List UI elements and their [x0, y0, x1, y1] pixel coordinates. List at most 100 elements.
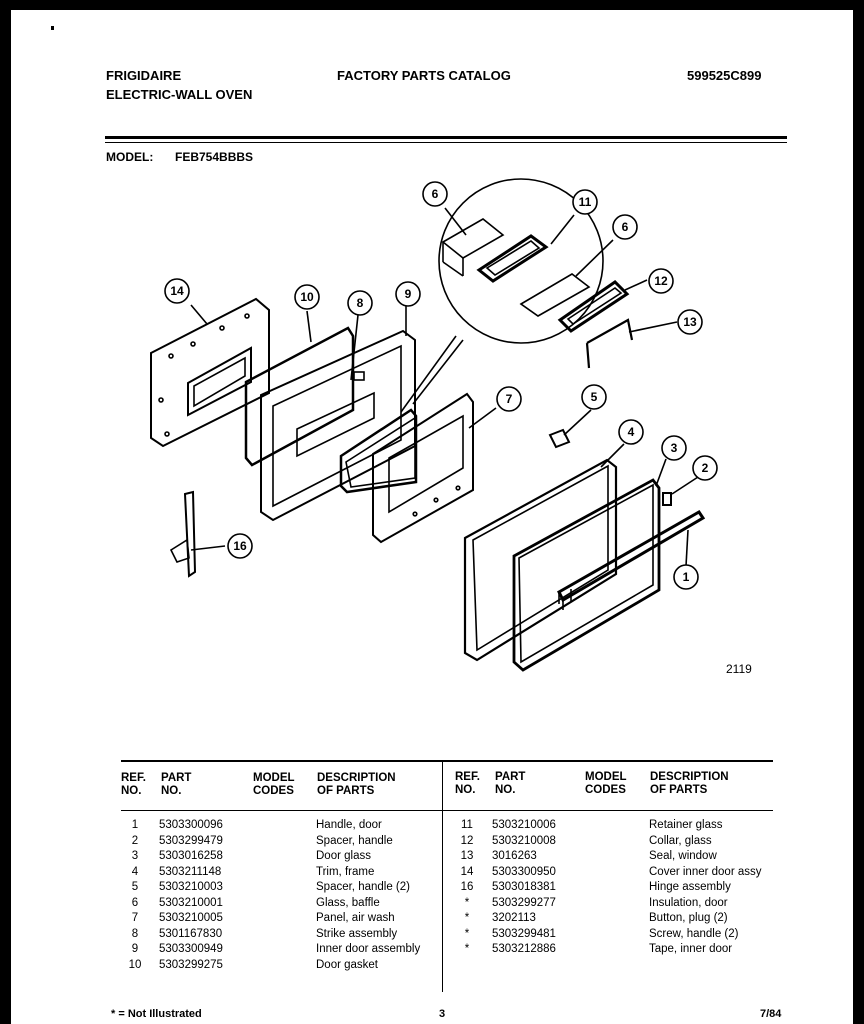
table-cell-ref: 3 [131, 850, 139, 862]
callout-11: 11 [579, 195, 592, 209]
model-label: MODEL: [106, 150, 154, 164]
header-rule [105, 136, 787, 139]
table-cell-part: 5303300950 [492, 865, 556, 878]
table-cell-ref: * [464, 896, 470, 909]
hinge [183, 490, 197, 578]
table-header-rule [121, 810, 773, 811]
table-cell-part: 5303299277 [492, 896, 556, 909]
table-cell-part: 5303299275 [159, 958, 223, 971]
page-number: 3 [439, 1008, 446, 1020]
table-cell-ref: 5 [131, 881, 139, 893]
window-seal [585, 318, 634, 369]
table-divider [442, 760, 443, 992]
callout-6: 6 [622, 220, 629, 234]
table-cell-ref: 10 [128, 958, 142, 971]
collar-glass [557, 280, 630, 333]
callout-7: 7 [506, 392, 513, 406]
callout-12: 12 [654, 274, 668, 288]
table-cell-desc: Panel, air wash [316, 912, 395, 924]
table-cell-ref: 4 [131, 865, 139, 878]
table-cell-desc: Spacer, handle [316, 834, 393, 847]
table-cell-part: 5303210003 [159, 881, 223, 893]
detail-line-1 [412, 339, 464, 405]
table-cell-desc: Strike assembly [316, 927, 398, 940]
not-illustrated-note: * = Not Illustrated [111, 1008, 202, 1020]
table-cell-desc: Seal, window [649, 850, 717, 862]
callout-5: 5 [591, 390, 598, 404]
callout-14: 14 [170, 284, 184, 298]
table-cell-ref: 13 [460, 850, 474, 862]
table-cell-desc: Retainer glass [649, 819, 723, 831]
callout-10: 10 [300, 290, 314, 304]
table-cell-ref: 14 [460, 865, 474, 878]
header-ref: REF.NO. [121, 772, 146, 797]
header-ref-right: REF.NO. [455, 771, 480, 796]
inner-door [260, 329, 416, 522]
table-cell-part: 5303300096 [159, 819, 223, 831]
table-cell-part: 3016263 [492, 850, 537, 862]
table-cell-desc: Inner door assembly [316, 943, 421, 955]
door-gasket [244, 326, 355, 467]
brand-name: FRIGIDAIRE [106, 68, 182, 83]
catalog-number: 599525C899 [687, 68, 762, 83]
table-cell-desc: Spacer, handle (2) [316, 881, 410, 893]
table-cell-desc: Handle, door [316, 819, 382, 831]
table-cell-desc: Cover inner door assy [649, 865, 762, 878]
callout-8: 8 [357, 296, 364, 310]
product-name: ELECTRIC-WALL OVEN [106, 87, 253, 102]
callout-13: 13 [683, 315, 697, 329]
door-glass [512, 478, 661, 672]
air-wash-panel [372, 392, 474, 544]
callout-16: 16 [233, 539, 247, 553]
revision-date: 7/84 [760, 1008, 782, 1020]
table-cell-ref: * [464, 912, 470, 924]
table-cell-part: 5303018381 [492, 881, 556, 893]
table-cell-part: 5303016258 [159, 850, 223, 862]
parts-catalog-page: FRIGIDAIRE ELECTRIC-WALL OVEN FACTORY PA… [11, 10, 853, 1024]
retainer-glass [476, 234, 549, 283]
table-cell-desc: Screw, handle (2) [649, 927, 739, 940]
table-cell-ref: 7 [131, 912, 139, 924]
table-cell-desc: Door gasket [316, 958, 379, 971]
table-cell-ref: * [464, 943, 470, 955]
detail-circle [438, 178, 604, 344]
table-cell-desc: Door glass [316, 850, 371, 862]
baffle-glass [519, 273, 591, 317]
table-cell-ref: 1 [131, 819, 139, 831]
table-cell-desc: Hinge assembly [649, 881, 731, 893]
table-cell-part: 5301167830 [159, 927, 223, 940]
callout-4: 4 [628, 425, 635, 439]
callout-9: 9 [405, 287, 412, 301]
table-cell-ref: 12 [460, 834, 474, 847]
table-cell-desc: Trim, frame [316, 865, 375, 878]
baffle-glass-detail [441, 218, 505, 259]
table-cell-desc: Collar, glass [649, 834, 712, 847]
table-cell-ref: 9 [131, 943, 139, 955]
model-number: FEB754BBBS [175, 150, 254, 164]
catalog-title: FACTORY PARTS CATALOG [337, 68, 511, 83]
cover-inner-door [150, 297, 270, 448]
door-handle [557, 510, 706, 603]
table-cell-ref: 11 [461, 819, 473, 831]
scan-mark [51, 26, 54, 30]
detail-line-2 [400, 335, 457, 413]
table-cell-part: 5303210006 [492, 819, 556, 831]
callout-2: 2 [702, 461, 709, 475]
table-cell-part: 5303210005 [159, 912, 223, 924]
callout-1: 1 [683, 570, 690, 584]
table-cell-desc: Insulation, door [649, 896, 728, 909]
table-cell-ref: 8 [131, 927, 139, 940]
table-cell-desc: Button, plug (2) [649, 912, 728, 924]
